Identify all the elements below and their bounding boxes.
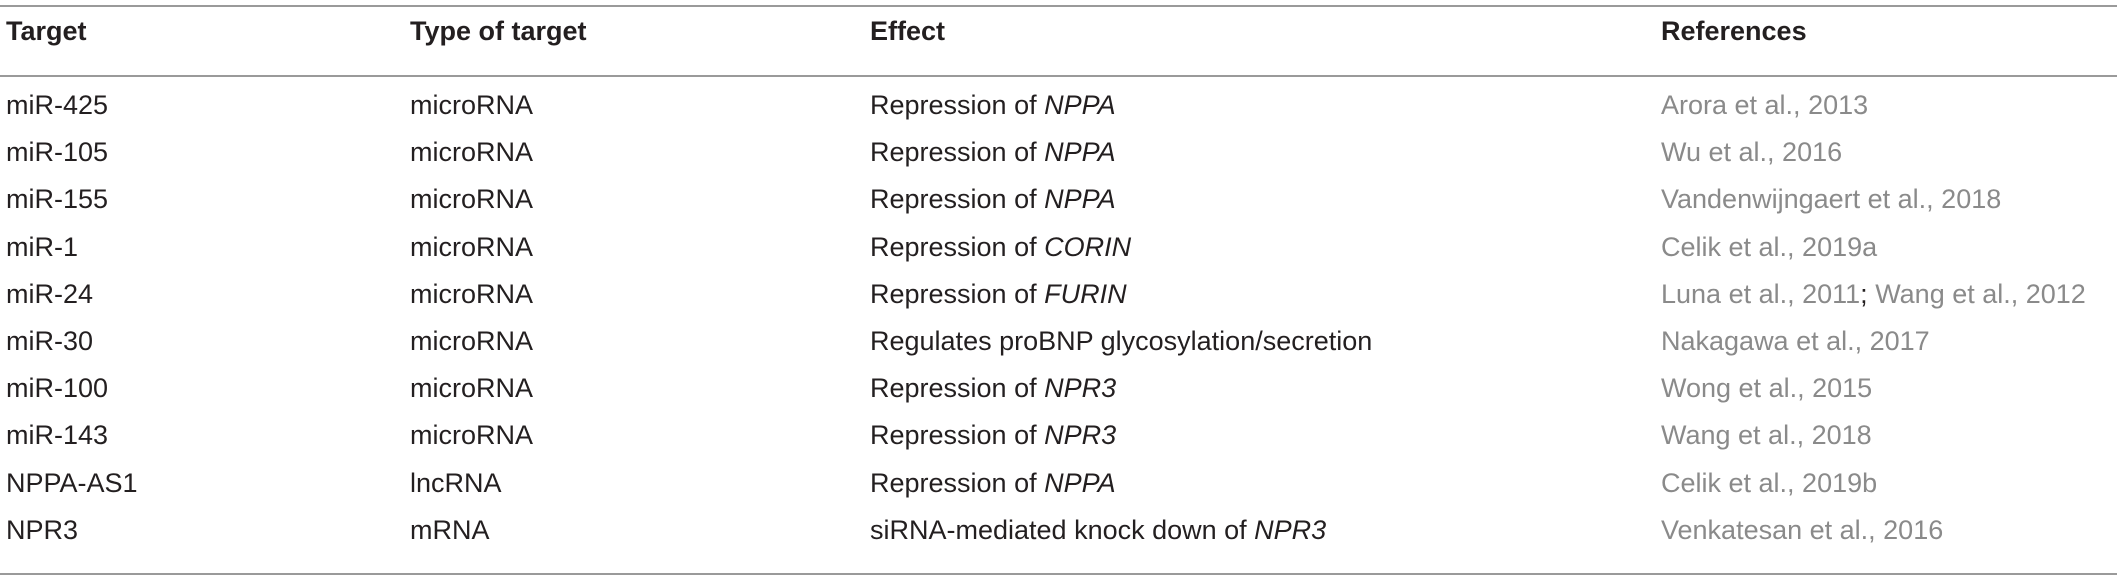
cell-effect: siRNA-mediated knock down of NPR3 — [870, 507, 1326, 554]
cell-references: Nakagawa et al., 2017 — [1661, 318, 1930, 365]
header-effect: Effect — [870, 16, 946, 46]
cell-target: miR-105 — [6, 137, 109, 168]
cell-effect: Repression of CORIN — [870, 224, 1131, 271]
reference-link[interactable]: Wu et al., 2016 — [1661, 137, 1843, 168]
effect-gene: FURIN — [1044, 278, 1127, 309]
cell-target: NPPA-AS1 — [6, 467, 138, 498]
cell-target: miR-143 — [6, 420, 109, 451]
effect-text: Repression of — [870, 420, 1045, 451]
cell-type-of-target: mRNA — [410, 514, 490, 545]
cell-references: Venkatesan et al., 2016 — [1661, 507, 1943, 554]
effect-gene: NPPA — [1044, 90, 1116, 120]
cell-references: Wu et al., 2016 — [1661, 129, 1842, 176]
effect-gene: NPR3 — [1254, 514, 1327, 545]
table-row: miR-1 microRNA Repression of CORIN Celik et… — [0, 224, 2117, 271]
table-row: miR-30 microRNA Regulates proBNP glycosyla… — [0, 318, 2117, 365]
reference-link[interactable]: Celik et al., 2019b — [1661, 467, 1878, 498]
reference-link[interactable]: Arora et al., 2013 — [1661, 90, 1869, 120]
cell-references: Luna et al., 2011; Wang et al., 2012 — [1661, 271, 2086, 318]
effect-text: Repression of — [870, 137, 1045, 168]
table-row: NPR3 mRNA siRNA-mediated knock down of NPR… — [0, 507, 2117, 554]
effect-text: Repression of — [870, 184, 1045, 215]
cell-target: miR-1 — [6, 231, 78, 262]
header-references: References — [1661, 16, 1807, 46]
cell-target: NPR3 — [6, 514, 79, 545]
cell-references: Wang et al., 2018 — [1661, 412, 1872, 459]
table-row: miR-425 microRNA Repression of NPPA Arora e… — [0, 82, 2117, 129]
reference-link[interactable]: Wong et al., 2015 — [1661, 373, 1873, 404]
reference-link[interactable]: Wang et al., 2012 — [1875, 278, 2086, 309]
table-top-rule — [0, 5, 2117, 7]
cell-type-of-target: microRNA — [410, 184, 534, 215]
effect-text: Repression of — [870, 467, 1045, 498]
cell-target: miR-100 — [6, 373, 109, 404]
reference-link[interactable]: Nakagawa et al., 2017 — [1661, 326, 1930, 356]
table-row: miR-143 microRNA Repression of NPR3 Wang et… — [0, 412, 2117, 459]
effect-gene: CORIN — [1044, 231, 1132, 262]
effect-gene: NPPA — [1044, 467, 1116, 498]
table-header-rule — [0, 75, 2117, 77]
header-target: Target — [6, 16, 87, 46]
reference-link[interactable]: Vandenwijngaert et al., 2018 — [1661, 184, 2002, 215]
table-header-row: Target Type of target Effect References — [0, 8, 2117, 55]
cell-type-of-target: microRNA — [410, 278, 534, 309]
cell-effect: Repression of NPPA — [870, 129, 1116, 176]
table-bottom-rule — [0, 573, 2117, 575]
reference-link[interactable]: Venkatesan et al., 2016 — [1661, 514, 1944, 545]
effect-text: Repression of — [870, 231, 1045, 262]
cell-effect: Repression of NPPA — [870, 82, 1116, 129]
cell-effect: Repression of NPPA — [870, 460, 1116, 507]
effect-text: Repression of — [870, 373, 1045, 404]
cell-type-of-target: lncRNA — [410, 467, 502, 498]
cell-effect: Repression of FURIN — [870, 271, 1127, 318]
reference-link[interactable]: Wang et al., 2018 — [1661, 420, 1872, 451]
reference-link[interactable]: Luna et al., 2011 — [1661, 278, 1861, 309]
cell-target: miR-24 — [6, 278, 94, 309]
cell-effect: Repression of NPR3 — [870, 412, 1116, 459]
effect-gene: NPPA — [1044, 137, 1116, 168]
cell-references: Vandenwijngaert et al., 2018 — [1661, 176, 2001, 223]
header-type-of-target: Type of target — [410, 16, 587, 46]
cell-references: Arora et al., 2013 — [1661, 82, 1868, 129]
table-row: miR-105 microRNA Repression of NPPA Wu et a… — [0, 129, 2117, 176]
effect-gene: NPR3 — [1044, 420, 1117, 451]
cell-type-of-target: microRNA — [410, 231, 534, 262]
cell-type-of-target: microRNA — [410, 420, 534, 451]
effect-text: Regulates proBNP glycosylation/secretion — [870, 326, 1373, 356]
effect-text: siRNA-mediated knock down of — [870, 514, 1255, 545]
cell-references: Wong et al., 2015 — [1661, 365, 1872, 412]
cell-type-of-target: microRNA — [410, 326, 534, 356]
reference-separator: ; — [1860, 278, 1876, 309]
cell-references: Celik et al., 2019b — [1661, 460, 1877, 507]
reference-link[interactable]: Celik et al., 2019a — [1661, 231, 1878, 262]
cell-effect: Regulates proBNP glycosylation/secretion — [870, 318, 1372, 365]
cell-type-of-target: microRNA — [410, 137, 534, 168]
cell-references: Celik et al., 2019a — [1661, 224, 1877, 271]
cell-type-of-target: microRNA — [410, 373, 534, 404]
effect-gene: NPPA — [1044, 184, 1116, 215]
table-row: NPPA-AS1 lncRNA Repression of NPPA Celik et… — [0, 460, 2117, 507]
cell-effect: Repression of NPPA — [870, 176, 1116, 223]
table-row: miR-155 microRNA Repression of NPPA Vandenw… — [0, 176, 2117, 223]
cell-target: miR-425 — [6, 90, 109, 120]
effect-text: Repression of — [870, 278, 1045, 309]
cell-target: miR-155 — [6, 184, 109, 215]
effect-text: Repression of — [870, 90, 1045, 120]
cell-target: miR-30 — [6, 326, 94, 356]
effect-gene: NPR3 — [1044, 373, 1117, 404]
table-row: miR-100 microRNA Repression of NPR3 Wong et… — [0, 365, 2117, 412]
table-row: miR-24 microRNA Repression of FURIN Luna et… — [0, 271, 2117, 318]
cell-type-of-target: microRNA — [410, 90, 534, 120]
cell-effect: Repression of NPR3 — [870, 365, 1116, 412]
